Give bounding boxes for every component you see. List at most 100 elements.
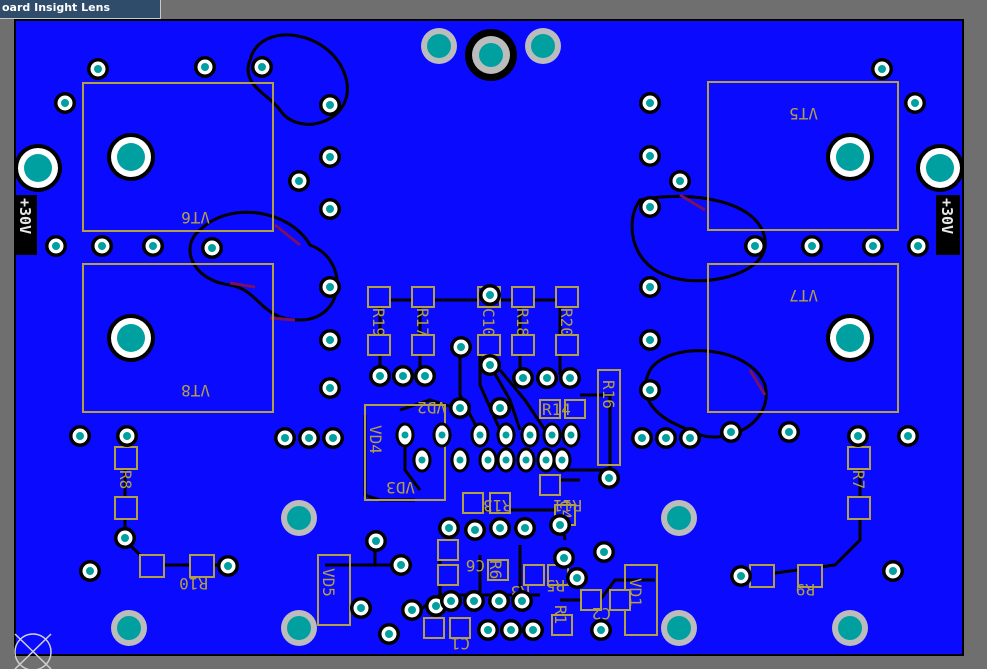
pad-hole bbox=[123, 432, 131, 440]
keepout-segments bbox=[229, 193, 767, 396]
pad-hole bbox=[889, 567, 897, 575]
pad-hole bbox=[76, 432, 84, 440]
label-r13: R13 bbox=[483, 496, 512, 515]
pad-hole bbox=[566, 374, 574, 382]
label-vt7: VT7 bbox=[789, 286, 818, 305]
label-vd2: VD2 bbox=[417, 398, 446, 417]
label-c10: C10 bbox=[479, 308, 498, 337]
mounting-hole bbox=[287, 616, 311, 640]
pad-hole bbox=[281, 434, 289, 442]
pad-hole bbox=[911, 99, 919, 107]
mounting-hole bbox=[667, 616, 691, 640]
pad-hole bbox=[399, 372, 407, 380]
label-vt8: VT8 bbox=[181, 381, 210, 400]
pad-hole bbox=[408, 606, 416, 614]
smd-pads bbox=[114, 286, 871, 639]
pad-hole bbox=[295, 177, 303, 185]
label-c1: C1 bbox=[451, 634, 470, 653]
pad-hole bbox=[556, 521, 564, 529]
pad-hole bbox=[558, 456, 566, 464]
pad-hole bbox=[560, 554, 568, 562]
label-r6: R6 bbox=[486, 560, 505, 579]
pad-hole bbox=[418, 456, 426, 464]
mounting-hole bbox=[667, 506, 691, 530]
pad-hole bbox=[878, 65, 886, 73]
label-r11: R11 bbox=[553, 496, 582, 515]
reference-designators: VT6 VT8 VT5 VT7 R19 R17 C10 R18 R20 VD2 … bbox=[116, 104, 868, 653]
label-vd4: VD4 bbox=[366, 425, 385, 454]
pad-hole bbox=[727, 428, 735, 436]
silkscreen-outlines bbox=[82, 81, 899, 636]
pad-hole bbox=[914, 242, 922, 250]
pad-hole bbox=[526, 431, 534, 439]
pad-hole bbox=[121, 534, 129, 542]
label-r5: R5 bbox=[546, 576, 565, 595]
label-c6: C6 bbox=[466, 556, 485, 575]
pad-hole bbox=[646, 336, 654, 344]
label-c2: C2 bbox=[592, 604, 611, 623]
pad-hole bbox=[149, 242, 157, 250]
pad-hole bbox=[600, 548, 608, 556]
label-r19: R19 bbox=[369, 308, 388, 337]
pad-hole bbox=[476, 431, 484, 439]
pad-hole bbox=[456, 456, 464, 464]
pad-hole bbox=[456, 404, 464, 412]
pad-hole bbox=[808, 242, 816, 250]
label-r16: R16 bbox=[599, 380, 618, 409]
pad-hole bbox=[329, 434, 337, 442]
pad-hole bbox=[376, 372, 384, 380]
label-r7: R7 bbox=[849, 470, 868, 489]
pad-hole bbox=[529, 626, 537, 634]
pad-hole bbox=[486, 361, 494, 369]
label-r10: R10 bbox=[179, 574, 208, 593]
pad-hole bbox=[445, 524, 453, 532]
mounting-hole bbox=[838, 616, 862, 640]
transistor-pad-hole bbox=[926, 154, 954, 182]
origin-marker-icon bbox=[14, 633, 52, 669]
pad-hole bbox=[646, 99, 654, 107]
label-vd1: VD1 bbox=[626, 578, 645, 607]
transistor-pad-hole bbox=[24, 154, 52, 182]
pad-hole bbox=[98, 242, 106, 250]
transistor-pad-hole bbox=[117, 324, 145, 352]
vt5-outline bbox=[707, 81, 899, 231]
label-r8: R8 bbox=[116, 470, 135, 489]
pad-hole bbox=[597, 626, 605, 634]
transistor-pad-hole bbox=[836, 324, 864, 352]
pad-hole bbox=[224, 562, 232, 570]
trace-loop-lower-right bbox=[644, 349, 768, 439]
pad-hole bbox=[397, 561, 405, 569]
pad-hole bbox=[646, 283, 654, 291]
pad-hole bbox=[543, 374, 551, 382]
pad-hole bbox=[326, 205, 334, 213]
pad-hole bbox=[522, 456, 530, 464]
pad-hole bbox=[208, 244, 216, 252]
mounting-hole bbox=[287, 506, 311, 530]
pad-hole bbox=[521, 524, 529, 532]
pad-hole bbox=[447, 597, 455, 605]
pad-hole bbox=[519, 374, 527, 382]
pad-hole bbox=[357, 604, 365, 612]
pad-hole bbox=[86, 567, 94, 575]
pad-hole bbox=[573, 574, 581, 582]
window-title-text: oard Insight Lens bbox=[2, 1, 110, 14]
pad-hole bbox=[676, 177, 684, 185]
pad-hole bbox=[61, 99, 69, 107]
pad-hole bbox=[548, 431, 556, 439]
right-voltage-label: +30V bbox=[938, 198, 956, 234]
pad-hole bbox=[785, 428, 793, 436]
r16-outline bbox=[597, 369, 621, 466]
pad-hole bbox=[471, 526, 479, 534]
label-vd5: VD5 bbox=[319, 568, 338, 597]
pad-hole bbox=[638, 434, 646, 442]
trace-loop-right bbox=[630, 194, 767, 283]
trace-fanout bbox=[458, 345, 547, 431]
right-edge-label-bg bbox=[936, 195, 960, 255]
pad-hole bbox=[326, 283, 334, 291]
pad-hole bbox=[305, 434, 313, 442]
pad-hole bbox=[457, 343, 465, 351]
label-r17: R17 bbox=[413, 308, 432, 337]
transistor-pad-hole bbox=[836, 143, 864, 171]
pad-hole bbox=[421, 372, 429, 380]
